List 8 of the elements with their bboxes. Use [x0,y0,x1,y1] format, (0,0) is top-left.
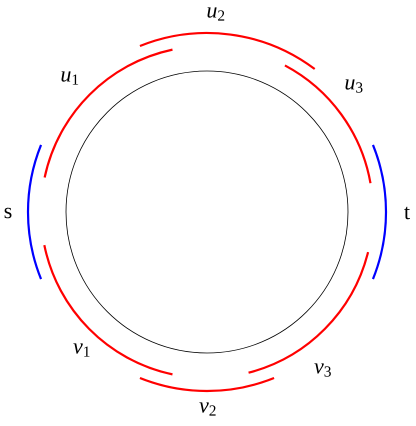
arc-label: v$_{2}$ [199,402,216,416]
arc-label: s [4,208,12,218]
arc-label: v$_{1}$ [73,343,90,357]
arc-label: u$_{2}$ [208,7,224,21]
arc-label: t [404,206,410,220]
arc-label: v$_{3}$ [314,363,331,377]
arc-label: u$_{3}$ [346,79,362,93]
arc-label: u$_{1}$ [62,71,78,85]
